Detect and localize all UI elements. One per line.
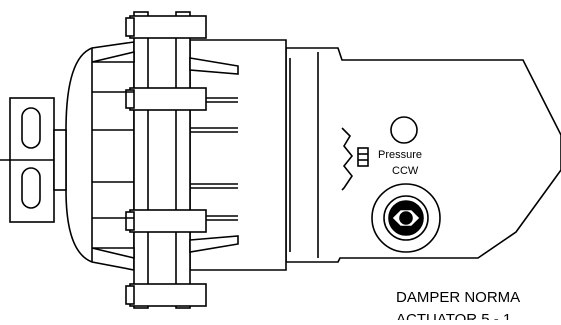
break-line bbox=[341, 127, 354, 191]
indicator-window bbox=[390, 116, 418, 144]
side-nut bbox=[357, 147, 369, 167]
shaft-slot-lower bbox=[21, 167, 41, 209]
caption-line-1: DAMPER NORMA bbox=[396, 289, 520, 306]
fin bbox=[91, 247, 135, 260]
lower-clamp bbox=[129, 209, 207, 233]
upper-bolt bbox=[125, 89, 135, 109]
fin bbox=[91, 50, 135, 63]
actuator-housing bbox=[285, 47, 561, 263]
shaft-coupler bbox=[53, 129, 67, 191]
flange-column-right bbox=[175, 11, 191, 309]
top-bolt bbox=[125, 17, 135, 37]
shaft-slot-upper bbox=[21, 107, 41, 149]
fin bbox=[189, 57, 239, 75]
direction-label: CCW bbox=[392, 165, 419, 177]
fin bbox=[189, 235, 239, 253]
caption-line-2: ACTUATOR 5 - 1 bbox=[396, 311, 511, 320]
top-clamp bbox=[129, 15, 207, 39]
override-knob-hub bbox=[399, 211, 413, 225]
upper-clamp bbox=[129, 87, 207, 111]
pressure-label: Pressure bbox=[378, 149, 422, 161]
bottom-clamp bbox=[129, 283, 207, 307]
bottom-bolt bbox=[125, 285, 135, 305]
lower-bolt bbox=[125, 211, 135, 231]
flange-column-left bbox=[133, 11, 149, 309]
left-cover bbox=[65, 41, 135, 271]
